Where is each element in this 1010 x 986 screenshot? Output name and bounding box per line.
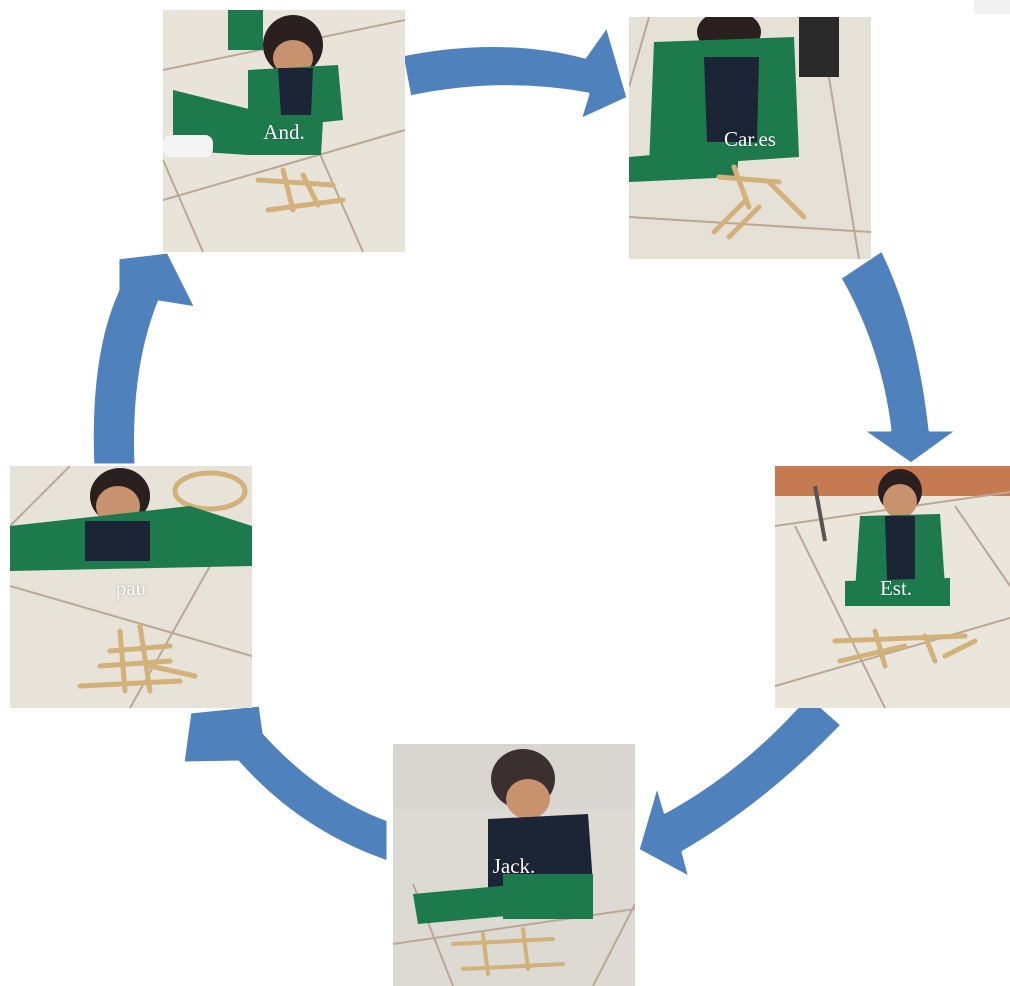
arrow-jack-to-pau — [183, 705, 388, 862]
photo-and-label: And. — [163, 120, 405, 144]
photo-pau: pau — [10, 466, 252, 708]
arrow-cares-to-est — [840, 250, 958, 464]
corner-mark — [974, 0, 1010, 14]
photo-and: And. — [163, 10, 405, 252]
photo-cares-label: Car.es — [629, 127, 871, 151]
arrow-est-to-jack — [638, 695, 842, 878]
arrow-pau-to-and — [92, 252, 196, 468]
photo-est: Est. — [775, 466, 1010, 708]
photo-jack-label: Jack. — [393, 854, 635, 878]
arrow-and-to-cares — [402, 26, 628, 120]
photo-est-label: Est. — [775, 576, 1010, 600]
photo-jack: Jack. — [393, 744, 635, 986]
photo-cares: Car.es — [629, 17, 871, 259]
photo-pau-label: pau — [10, 576, 252, 600]
